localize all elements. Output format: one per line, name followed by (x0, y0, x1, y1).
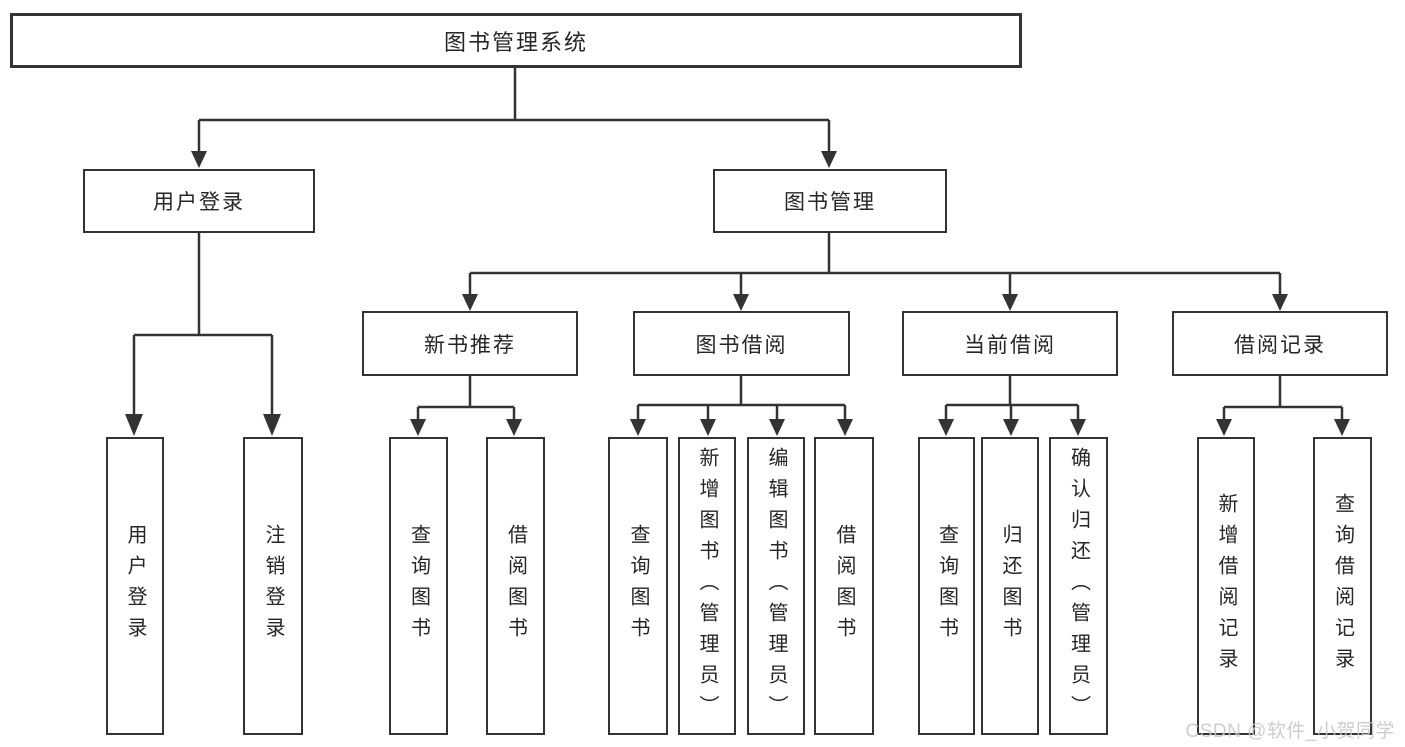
node-borrowing-records-label: 借阅记录 (1234, 333, 1326, 357)
leaf-user-login: 用户登录 (106, 437, 164, 735)
leaf-add-book-admin: 新增图书（管理员） (678, 437, 736, 735)
leaf-query-book-borrowing-label: 查询图书 (627, 524, 649, 648)
node-book-borrowing-label: 图书借阅 (695, 333, 788, 357)
node-borrowing-records: 借阅记录 (1172, 311, 1388, 376)
leaf-borrow-book-recommend-label: 借阅图书 (504, 524, 527, 648)
leaf-add-book-admin-label: 新增图书（管理员） (696, 446, 718, 726)
node-book-management-label: 图书管理 (784, 191, 876, 214)
leaf-add-borrow-record: 新增借阅记录 (1197, 437, 1255, 735)
leaf-return-book-label: 归还图书 (999, 524, 1021, 648)
leaf-borrow-book: 借阅图书 (814, 437, 874, 735)
node-book-management: 图书管理 (713, 169, 947, 233)
node-book-borrowing: 图书借阅 (633, 311, 850, 376)
node-current-borrowing-label: 当前借阅 (964, 333, 1056, 357)
leaf-edit-book-admin: 编辑图书（管理员） (747, 437, 805, 735)
leaf-edit-book-admin-label: 编辑图书（管理员） (765, 446, 787, 726)
node-user-login: 用户登录 (83, 169, 315, 233)
node-library-system: 图书管理系统 (10, 13, 1022, 68)
watermark: CSDN @软件_小贺同学 (1185, 721, 1395, 742)
leaf-add-borrow-record-label: 新增借阅记录 (1215, 493, 1237, 679)
leaf-confirm-return-admin: 确认归还（管理员） (1049, 437, 1108, 735)
node-new-book-recommend: 新书推荐 (362, 311, 578, 376)
leaf-query-borrow-record: 查询借阅记录 (1313, 437, 1372, 735)
leaf-query-borrow-record-label: 查询借阅记录 (1331, 493, 1354, 679)
leaf-borrow-book-recommend: 借阅图书 (486, 437, 545, 735)
leaf-logout-label: 注销登录 (262, 524, 284, 648)
leaf-query-book-recommend-label: 查询图书 (407, 524, 430, 648)
node-current-borrowing: 当前借阅 (902, 311, 1118, 376)
leaf-query-book-current: 查询图书 (918, 437, 975, 735)
leaf-return-book: 归还图书 (981, 437, 1039, 735)
leaf-confirm-return-admin-label: 确认归还（管理员） (1067, 446, 1090, 726)
leaf-query-book-recommend: 查询图书 (389, 437, 448, 735)
leaf-query-book-borrowing: 查询图书 (608, 437, 668, 735)
node-new-book-recommend-label: 新书推荐 (424, 333, 516, 357)
leaf-borrow-book-label: 借阅图书 (833, 524, 855, 648)
node-library-system-label: 图书管理系统 (443, 29, 588, 55)
leaf-query-book-current-label: 查询图书 (935, 524, 958, 648)
leaf-logout: 注销登录 (243, 437, 303, 735)
leaf-user-login-label: 用户登录 (124, 524, 146, 648)
node-user-login-label: 用户登录 (153, 191, 245, 214)
